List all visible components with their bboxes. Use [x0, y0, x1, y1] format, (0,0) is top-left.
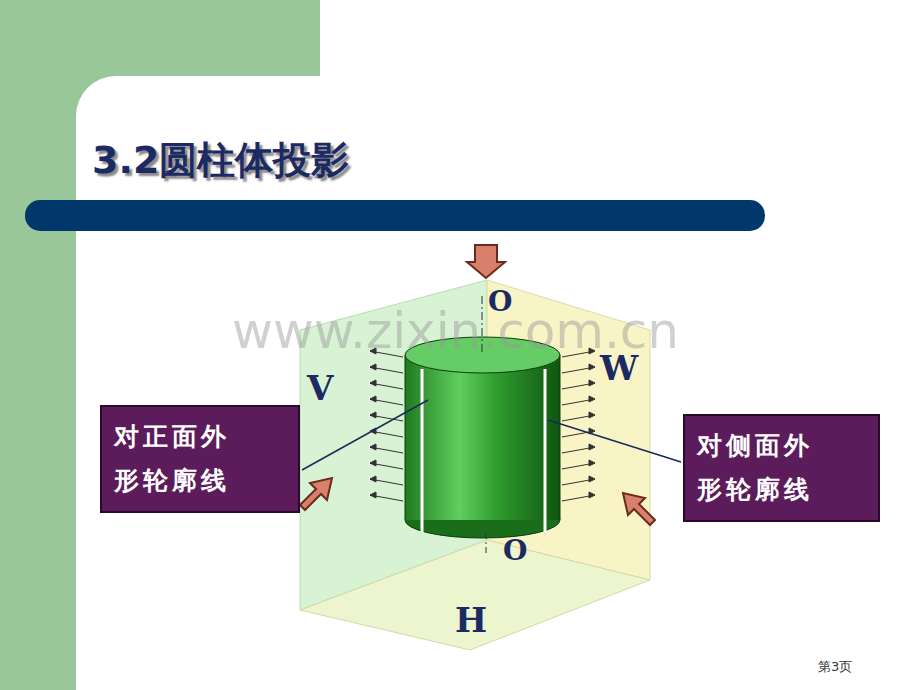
- h-plane: [300, 540, 650, 650]
- leader-line: [302, 400, 428, 470]
- callout-box: 对正面外 形轮廓线: [100, 405, 300, 513]
- plane-label: H: [455, 600, 487, 640]
- side-contour-line: [544, 369, 547, 532]
- view-arrow: [623, 493, 655, 525]
- title-bar: [25, 200, 765, 231]
- slide-title: 3.2圆柱体投影: [92, 135, 349, 186]
- callout-text: 对侧面外 形轮廓线: [697, 424, 827, 512]
- page-number: 第3页: [818, 658, 852, 676]
- axis-label: O: [503, 534, 527, 567]
- callout-text: 对正面外 形轮廓线: [114, 415, 244, 503]
- watermark: www.zixin.com.cn: [232, 302, 679, 360]
- front-contour-line: [421, 369, 424, 532]
- callout-box: 对侧面外 形轮廓线: [683, 414, 880, 522]
- background: [320, 0, 920, 80]
- plane-label: V: [307, 368, 333, 408]
- cylinder-body: [405, 355, 560, 520]
- view-arrow: [300, 478, 332, 510]
- leader-line: [548, 420, 681, 462]
- axis-line: [486, 533, 487, 556]
- view-arrow: [467, 245, 505, 278]
